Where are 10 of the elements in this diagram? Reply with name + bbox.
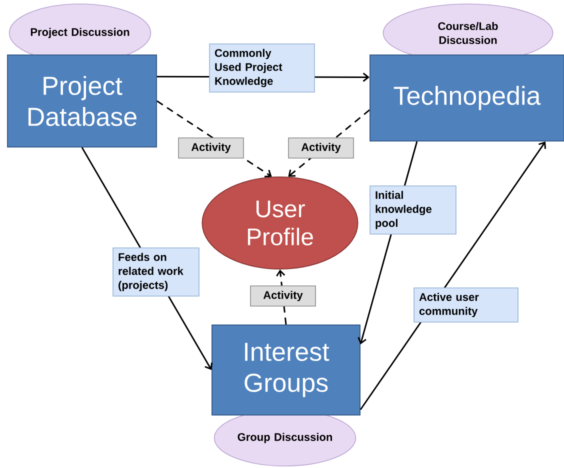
process-box: Technopedia xyxy=(370,54,564,142)
edge-label: Activity xyxy=(178,137,244,159)
edge-label: Active user community xyxy=(414,287,518,323)
edge-label: Feeds on related work (projects) xyxy=(112,247,200,297)
edge-label: Activity xyxy=(288,137,354,159)
edge-label: Activity xyxy=(250,285,316,307)
process-box: Interest Groups xyxy=(212,324,360,416)
edge-label: Initial knowledge pool xyxy=(370,185,456,235)
edge-label: Commonly Used Project Knowledge xyxy=(209,43,315,93)
process-box: Project Database xyxy=(7,54,157,148)
